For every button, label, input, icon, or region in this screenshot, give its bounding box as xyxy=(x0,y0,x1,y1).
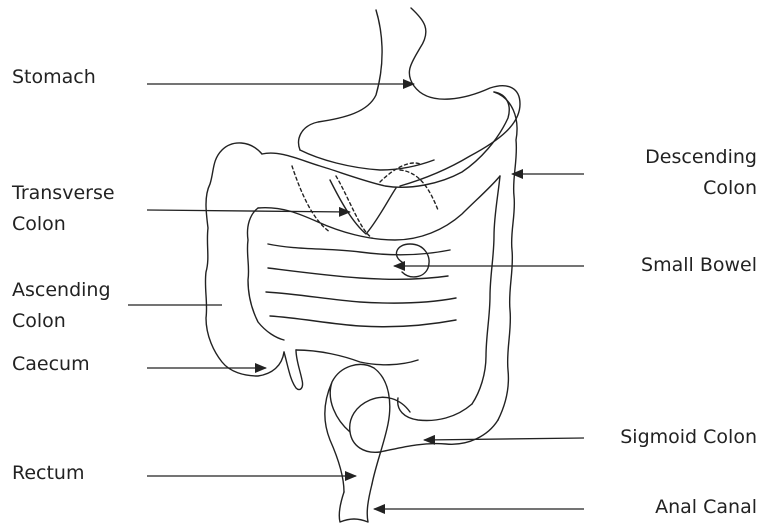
label-transverse-line1: Transverse xyxy=(12,178,115,209)
label-caecum-text: Caecum xyxy=(12,349,90,380)
label-stomach: Stomach xyxy=(12,62,96,93)
stomach-outline xyxy=(299,8,520,186)
label-small-bowel-text: Small Bowel xyxy=(641,250,757,281)
stomach-hidden-outline xyxy=(292,163,438,238)
sigmoid-colon-arrow xyxy=(424,438,584,440)
label-rectum: Rectum xyxy=(12,458,84,489)
label-small-bowel: Small Bowel xyxy=(641,250,757,281)
label-caecum: Caecum xyxy=(12,349,90,380)
small-bowel xyxy=(266,244,456,365)
transverse-colon xyxy=(258,92,509,240)
label-ascending-line2: Colon xyxy=(12,306,111,337)
label-stomach-text: Stomach xyxy=(12,62,96,93)
label-transverse-colon: Transverse Colon xyxy=(12,178,115,240)
stomach-curve xyxy=(300,150,434,170)
label-descending-line2: Colon xyxy=(645,173,757,204)
ascending-colon xyxy=(205,143,284,376)
stomach-fold xyxy=(330,180,396,234)
label-descending-line1: Descending xyxy=(645,142,757,173)
appendix xyxy=(284,350,303,390)
label-descending-colon: Descending Colon xyxy=(645,142,757,204)
label-sigmoid-colon: Sigmoid Colon xyxy=(620,422,757,453)
transverse-colon-arrow xyxy=(147,210,350,212)
label-transverse-line2: Colon xyxy=(12,209,115,240)
label-ascending-colon: Ascending Colon xyxy=(12,275,111,337)
label-sigmoid-colon-text: Sigmoid Colon xyxy=(620,422,757,453)
label-anal-canal: Anal Canal xyxy=(655,492,757,523)
label-ascending-line1: Ascending xyxy=(12,275,111,306)
label-rectum-text: Rectum xyxy=(12,458,84,489)
rectum xyxy=(325,364,390,492)
sigmoid-colon xyxy=(350,397,498,452)
label-anal-canal-text: Anal Canal xyxy=(655,492,757,523)
